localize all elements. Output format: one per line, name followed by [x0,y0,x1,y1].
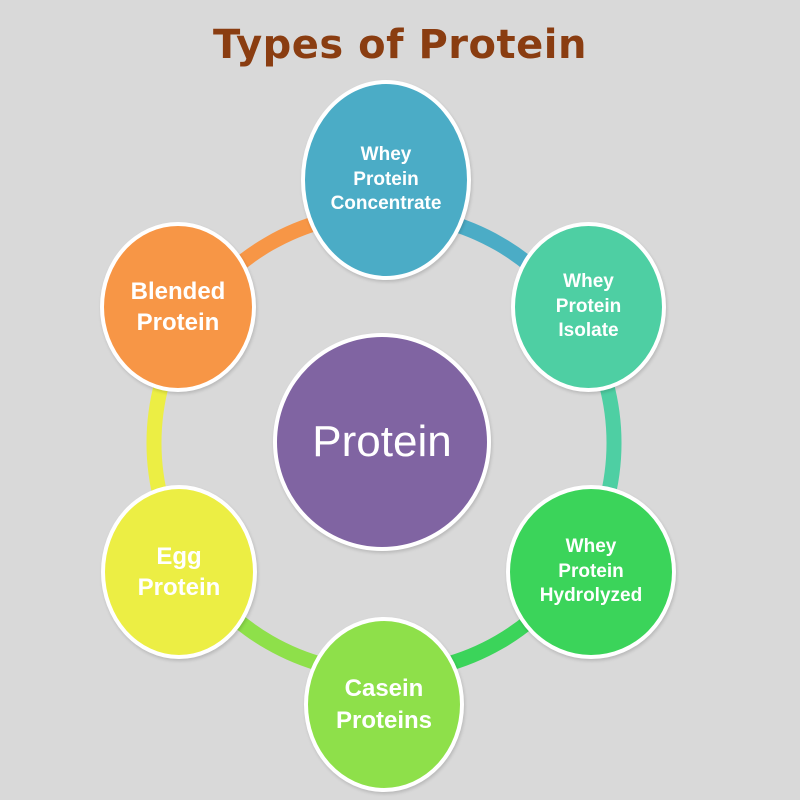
node-label-line: Whey [563,270,614,292]
node-label-line: Protein [136,309,220,336]
node-label-line: Protein [353,168,419,190]
node-label-line: Proteins [335,706,433,734]
node-label-line: Protein [137,574,221,601]
diagram-title: Types of Protein [213,22,587,68]
node-label-line: Concentrate [330,193,442,215]
node-label-line: Protein [555,295,622,317]
node-whey-protein-concentrate: Whey Protein Concentrate [301,80,471,280]
node-label-line: Whey [360,143,412,165]
node-casein-proteins: Casein Proteins [304,617,464,792]
node-label-line: Egg [156,542,202,570]
center-node-label: Protein [312,416,452,466]
node-label-line: Hydrolyzed [539,585,643,607]
node-label-line: Protein [558,560,624,582]
node-label-line: Isolate [558,320,619,342]
node-whey-protein-isolate: Whey Protein Isolate [511,222,666,392]
node-egg-protein: Egg Protein [101,485,257,659]
node-label-line: Blended [130,277,226,305]
node-whey-protein-hydrolyzed: Whey Protein Hydrolyzed [506,485,676,659]
node-blended-protein: Blended Protein [100,222,256,392]
node-label-line: Casein [344,675,424,703]
center-node-protein: Protein [273,333,491,551]
node-label-line: Whey [565,535,617,557]
